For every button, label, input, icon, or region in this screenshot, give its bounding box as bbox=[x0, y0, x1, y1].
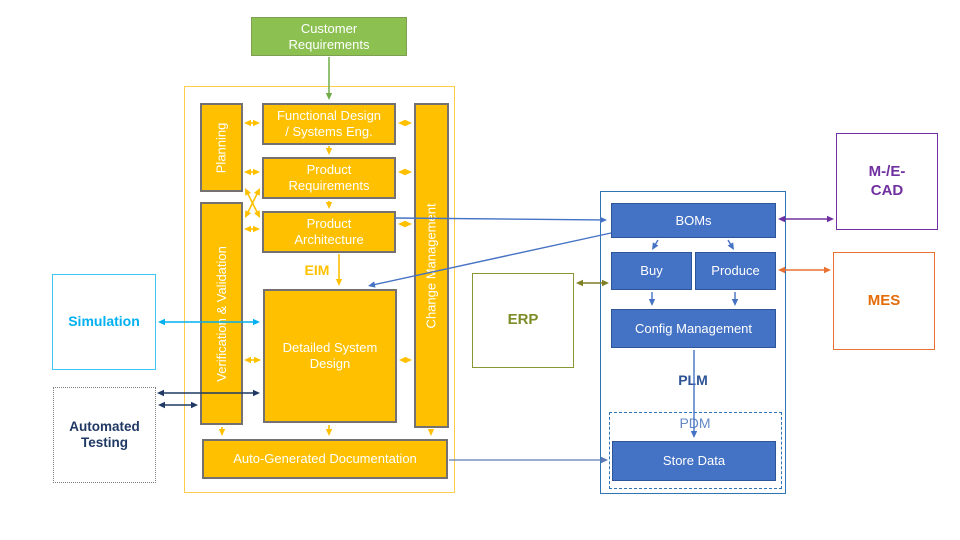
change-management-label: Change Management bbox=[423, 202, 439, 329]
auto-generated-documentation-box: Auto-Generated Documentation bbox=[202, 439, 448, 479]
eim-label: EIM bbox=[304, 262, 330, 279]
mecad-box: M-/E- CAD bbox=[836, 133, 938, 230]
automated-testing-box: Automated Testing bbox=[53, 387, 156, 483]
arrowhead-automated-testing-verification bbox=[158, 401, 165, 409]
simulation-box: Simulation bbox=[52, 274, 156, 370]
plm-container bbox=[600, 191, 786, 494]
planning-box: Planning bbox=[200, 103, 243, 192]
verification-validation-box: Verification & Validation bbox=[200, 202, 243, 425]
arrowhead-automated-testing-detailed-system-design bbox=[157, 389, 164, 397]
arrowhead-produce-mes bbox=[824, 266, 831, 274]
product-requirements-box: Product Requirements bbox=[262, 157, 396, 199]
arrowhead-simulation-detailed-system-design bbox=[158, 318, 165, 326]
arrowhead-erp-buy bbox=[576, 279, 583, 287]
engineering-container bbox=[184, 86, 455, 493]
erp-box: ERP bbox=[472, 273, 574, 368]
change-management-box: Change Management bbox=[414, 103, 449, 428]
arrowhead-boms-mecad bbox=[827, 215, 834, 223]
boms-box: BOMs bbox=[611, 203, 776, 238]
functional-design-box: Functional Design / Systems Eng. bbox=[262, 103, 396, 145]
product-architecture-box: Product Architecture bbox=[262, 211, 396, 253]
customer-requirements-box: Customer Requirements bbox=[251, 17, 407, 56]
verification-validation-label: Verification & Validation bbox=[213, 245, 229, 382]
config-management-box: Config Management bbox=[611, 309, 776, 348]
buy-box: Buy bbox=[611, 252, 692, 290]
planning-label: Planning bbox=[213, 122, 229, 173]
mes-box: MES bbox=[833, 252, 935, 350]
pdm-dashed-container bbox=[609, 412, 782, 489]
plm-label: PLM bbox=[678, 372, 708, 389]
produce-box: Produce bbox=[695, 252, 776, 290]
store-data-box: Store Data bbox=[612, 441, 776, 481]
pdm-label: PDM bbox=[679, 415, 711, 432]
detailed-system-design-box: Detailed System Design bbox=[263, 289, 397, 423]
